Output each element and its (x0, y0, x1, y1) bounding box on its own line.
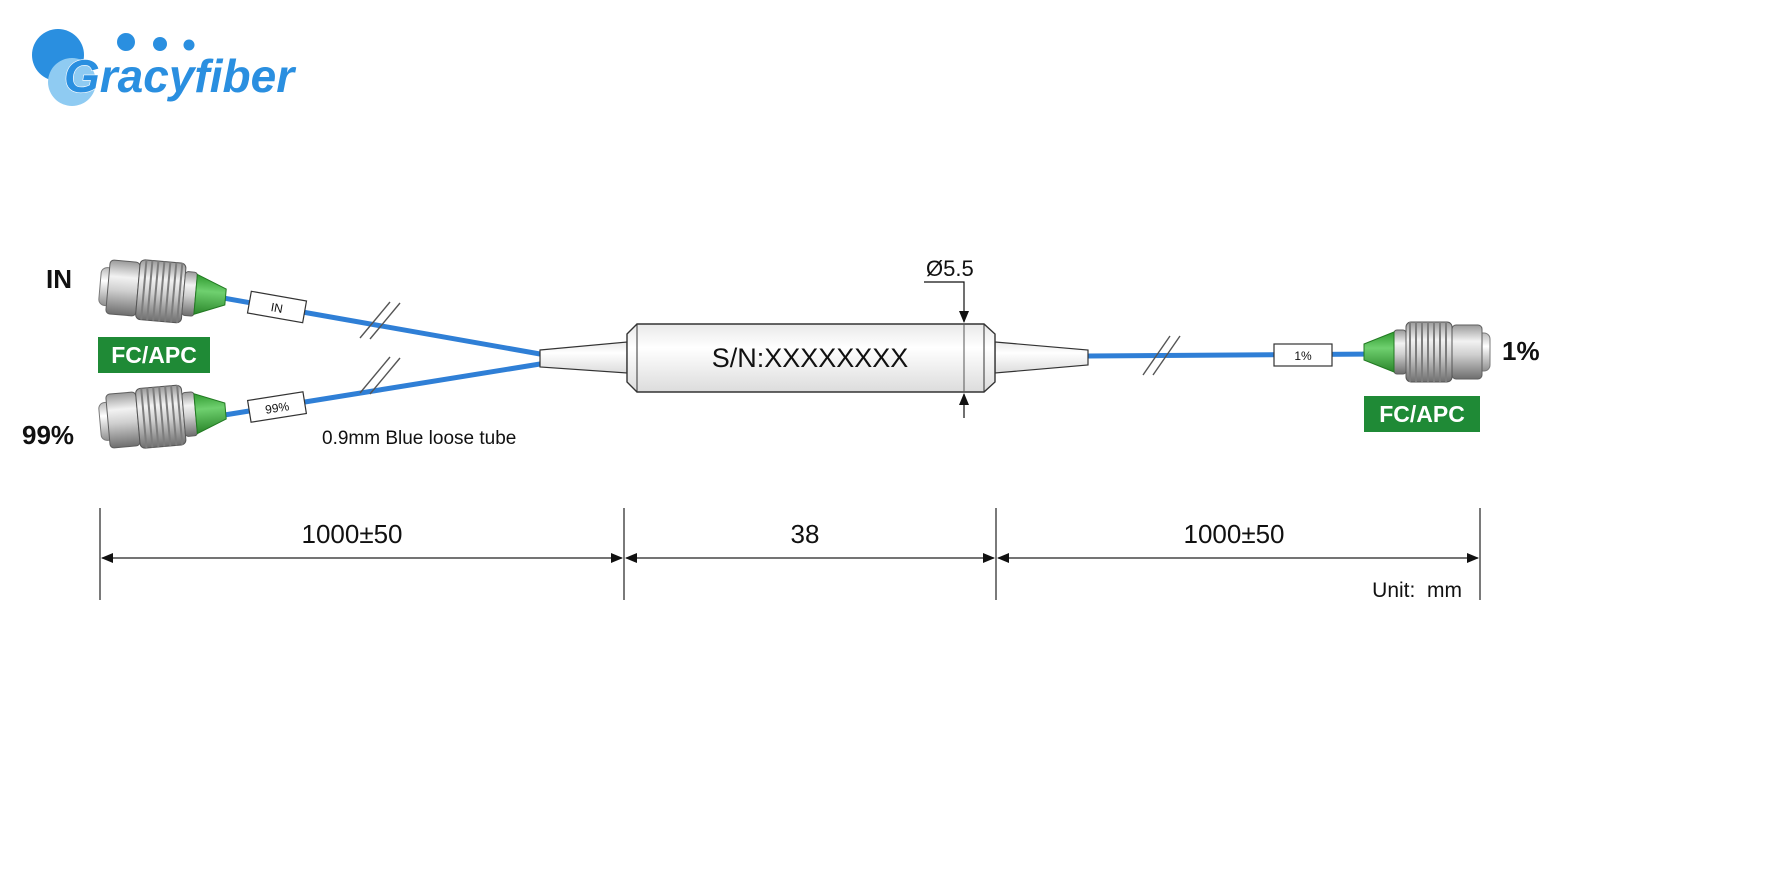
fiber-tag-in-label: IN (270, 300, 284, 316)
logo-bubble-back (48, 58, 96, 106)
dimension-right-label: 1000±50 (1183, 519, 1284, 549)
fiber-tag-in: IN (246, 290, 308, 324)
brand-name: Gracyfiber (64, 50, 296, 102)
connector-99 (96, 380, 230, 453)
unit-label: Unit: mm (1372, 579, 1462, 602)
boot-left (539, 341, 628, 374)
dimension-left-label: 1000±50 (301, 519, 402, 549)
diameter-callout: Ø5.5 (924, 256, 974, 418)
connector-type-label-right: FC/APC (1379, 401, 1465, 427)
fiber-tag-99-label: 99% (264, 399, 290, 417)
brand-logo: Gracyfiber (32, 29, 297, 106)
fiber-tag-1: 1% (1273, 343, 1333, 367)
dimension-center-label: 38 (791, 519, 820, 549)
logo-dot-1 (117, 33, 135, 51)
boot-right (994, 341, 1089, 374)
device-body (626, 323, 996, 393)
connector-1 (1363, 321, 1491, 383)
fiber-1 (1087, 351, 1379, 359)
port-label-in: IN (46, 264, 72, 294)
logo-dot-3 (183, 39, 195, 51)
port-label-99: 99% (22, 420, 74, 450)
logo-dot-2 (153, 37, 167, 51)
connector-type-badge-right: FC/APC (1364, 396, 1480, 432)
port-label-1: 1% (1502, 336, 1540, 366)
dimension-lines (99, 508, 1481, 600)
fiber-tag-99: 99% (246, 391, 308, 423)
connector-in (96, 255, 230, 328)
serial-number: S/N:XXXXXXXX (712, 343, 909, 373)
connector-type-label-left: FC/APC (111, 342, 197, 368)
connector-type-badge-left: FC/APC (98, 337, 210, 373)
splitter-device: S/N:XXXXXXXX (539, 323, 1089, 393)
fiber-break-marks (359, 301, 1181, 395)
fiber-tag-1-label: 1% (1294, 349, 1312, 363)
fiber-description: 0.9mm Blue loose tube (322, 428, 516, 449)
diameter-label: Ø5.5 (926, 256, 974, 281)
